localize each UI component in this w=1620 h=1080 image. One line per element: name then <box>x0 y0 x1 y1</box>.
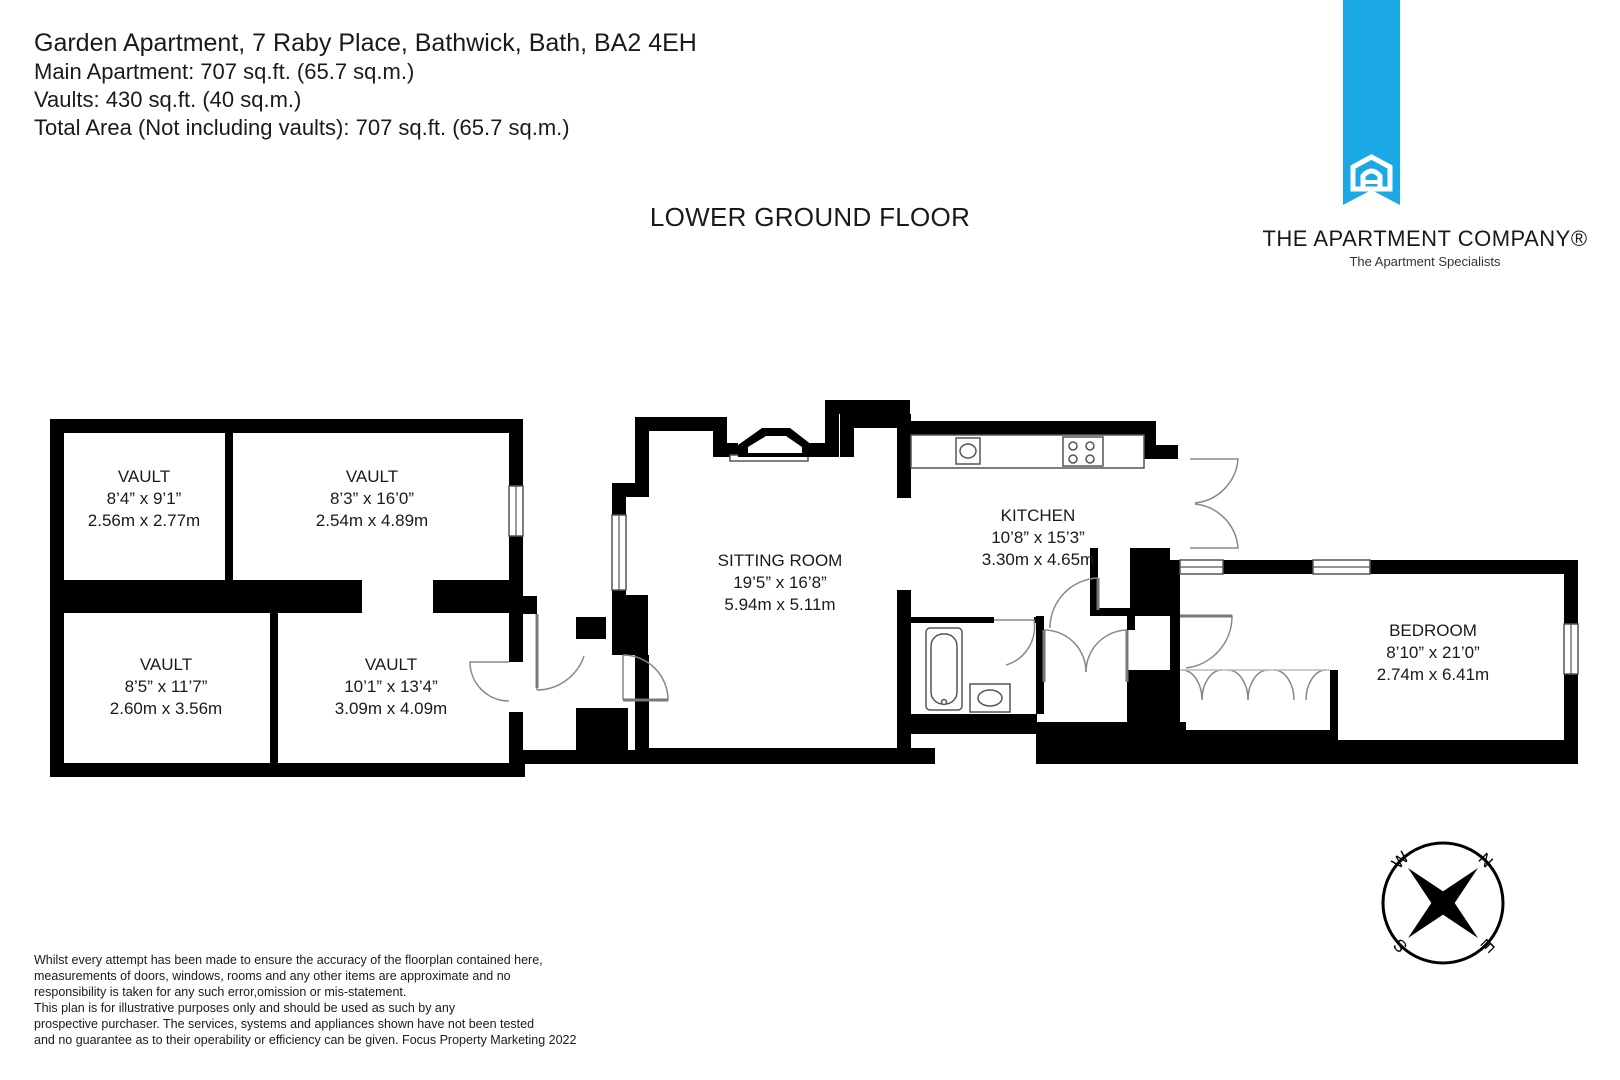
compass: N E S W <box>1378 838 1508 968</box>
total-area: Total Area (Not including vaults): 707 s… <box>34 115 570 140</box>
fireplace <box>738 428 812 457</box>
property-header: Garden Apartment, 7 Raby Place, Bathwick… <box>34 28 697 142</box>
floor-label: LOWER GROUND FLOOR <box>649 202 971 232</box>
disclaimer: Whilst every attempt has been made to en… <box>34 953 577 1047</box>
company-name: THE APARTMENT COMPANY® <box>1262 226 1588 251</box>
walls <box>50 400 1578 777</box>
bathroom-fixtures <box>925 627 1011 713</box>
kitchen-worktop <box>910 434 1145 469</box>
door-thresholds <box>535 578 1232 702</box>
window-lines <box>515 486 1572 674</box>
property-address: Garden Apartment, 7 Raby Place, Bathwick… <box>34 29 697 57</box>
brand-ribbon-icon <box>1343 0 1400 205</box>
main-apartment-area: Main Apartment: 707 sq.ft. (65.7 sq.m.) <box>34 59 415 84</box>
compass-e: E <box>1477 935 1498 956</box>
compass-star-icon: N E S W <box>1381 841 1505 965</box>
vaults-area: Vaults: 430 sq.ft. (40 sq.m.) <box>34 87 302 112</box>
company-tagline: The Apartment Specialists <box>1349 254 1501 269</box>
brand-logo: THE APARTMENT COMPANY® The Apartment Spe… <box>1255 0 1595 270</box>
